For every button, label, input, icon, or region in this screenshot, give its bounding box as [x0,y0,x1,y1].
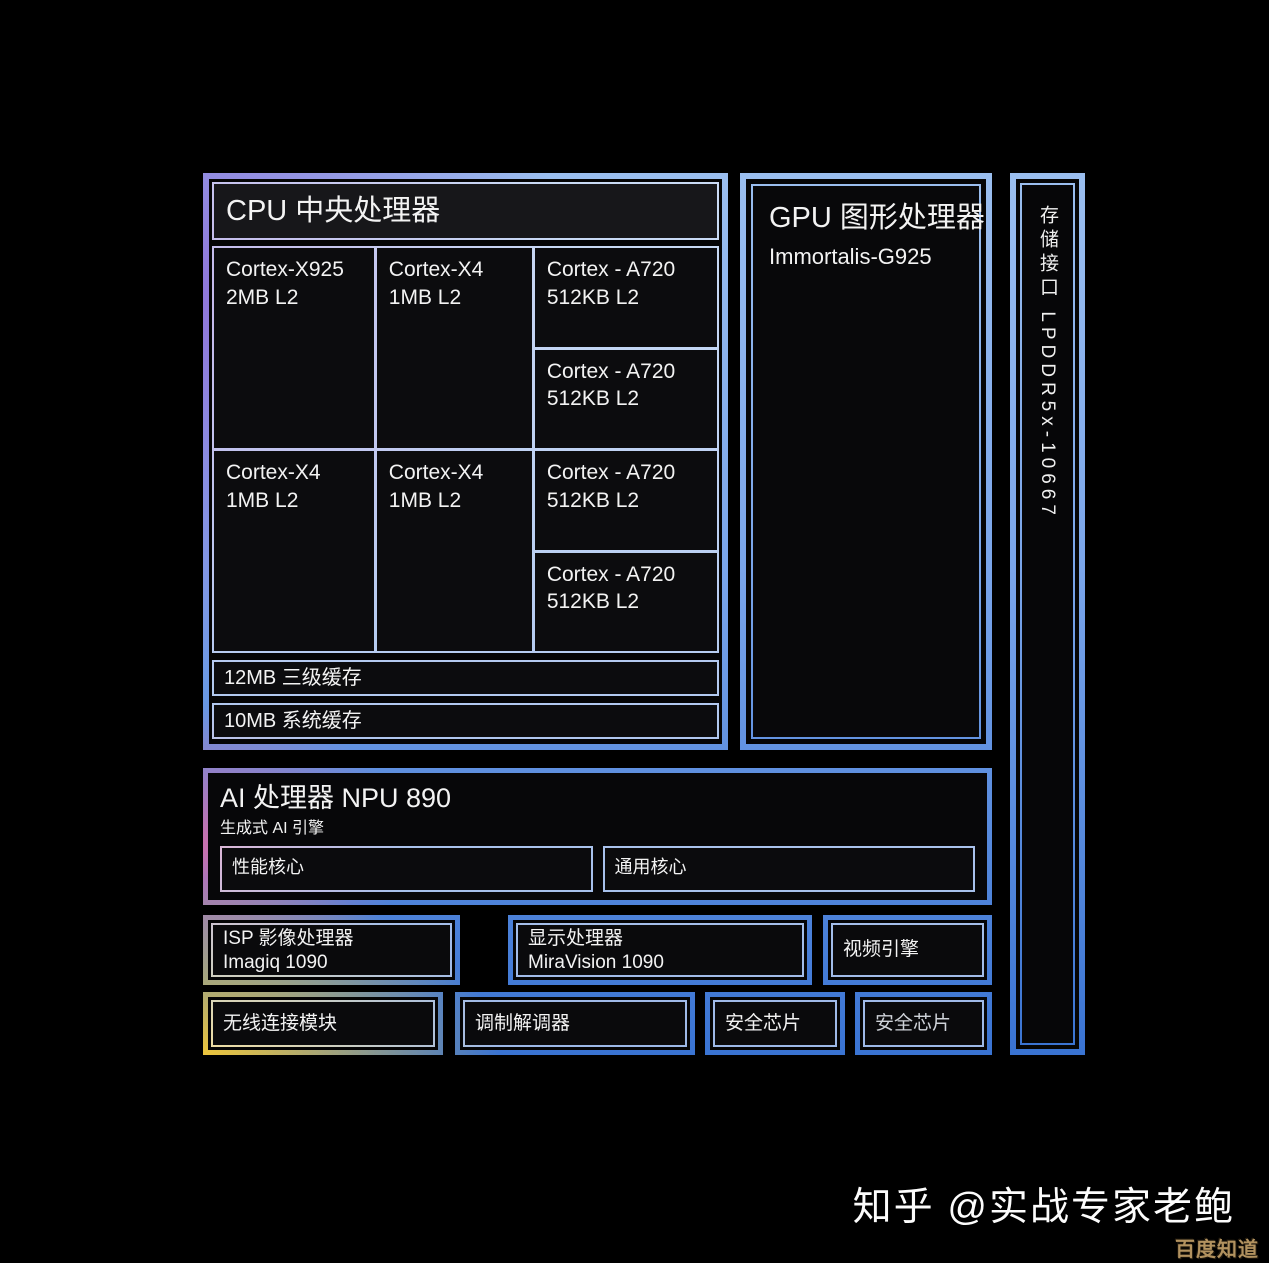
soc-block-diagram: CPU 中央处理器 Cortex-X925 2MB L2 Cortex-X4 1… [203,173,1085,1055]
wireless-module-block: 无线连接模块 [203,992,443,1055]
gpu-title: GPU 图形处理器 [769,202,985,234]
cpu-core-cell: Cortex-X4 1MB L2 [376,451,532,651]
security-chip-2-label: 安全芯片 [865,1002,982,1045]
cpu-core-cell: Cortex - A720 512KB L2 [534,552,717,651]
security-chip-1-block: 安全芯片 [705,992,845,1055]
modem-block: 调制解调器 [455,992,695,1055]
npu-general-core-cell: 通用核心 [603,846,976,892]
wireless-module-label: 无线连接模块 [213,1002,433,1045]
isp-model: Imagiq 1090 [223,952,328,973]
isp-block: ISP 影像处理器 Imagiq 1090 [203,915,460,985]
cpu-title: CPU 中央处理器 [214,184,717,238]
cpu-core-cell: Cortex - A720 512KB L2 [534,451,717,550]
baidu-zhidao-badge: 百度知道 [1175,1239,1259,1261]
modem-label: 调制解调器 [465,1002,685,1045]
cpu-core-cell: Cortex-X4 1MB L2 [214,451,374,651]
npu-subtitle: 生成式 AI 引擎 [220,820,325,837]
security-chip-2-block: 安全芯片 [855,992,992,1055]
display-title: 显示处理器 [528,928,624,949]
cpu-core-cell: Cortex - A720 512KB L2 [534,349,717,448]
gpu-block: GPU 图形处理器 Immortalis-G925 [740,173,992,750]
display-model: MiraVision 1090 [528,952,664,973]
security-chip-1-label: 安全芯片 [715,1002,835,1045]
npu-core-row: 性能核心 通用核心 [220,846,975,892]
cpu-title-bar: CPU 中央处理器 [212,182,719,240]
cpu-system-cache-bar: 10MB 系统缓存 [212,703,719,739]
video-engine-label: 视频引擎 [833,925,982,975]
cpu-core-cell: Cortex - A720 512KB L2 [534,248,717,347]
cpu-block: CPU 中央处理器 Cortex-X925 2MB L2 Cortex-X4 1… [203,173,728,750]
isp-title: ISP 影像处理器 [223,928,354,949]
cpu-l3-cache-bar: 12MB 三级缓存 [212,660,719,696]
video-engine-block: 视频引擎 [823,915,992,985]
npu-performance-core-cell: 性能核心 [220,846,593,892]
gpu-model: Immortalis-G925 [769,244,932,269]
watermark: 知乎 @实战专家老鲍 [852,1186,1235,1229]
npu-block: AI 处理器 NPU 890 生成式 AI 引擎 性能核心 通用核心 [203,768,992,905]
memory-interface-block: 存储接口 LPDDR5x-10667 [1010,173,1085,1055]
display-processor-block: 显示处理器 MiraVision 1090 [508,915,812,985]
npu-title: AI 处理器 NPU 890 [220,783,452,813]
cpu-core-grid: Cortex-X925 2MB L2 Cortex-X4 1MB L2 Cort… [212,246,719,653]
cpu-core-cell: Cortex-X925 2MB L2 [214,248,374,448]
memory-interface-label: 存储接口 LPDDR5x-10667 [1037,205,1058,520]
cpu-core-cell: Cortex-X4 1MB L2 [376,248,532,448]
